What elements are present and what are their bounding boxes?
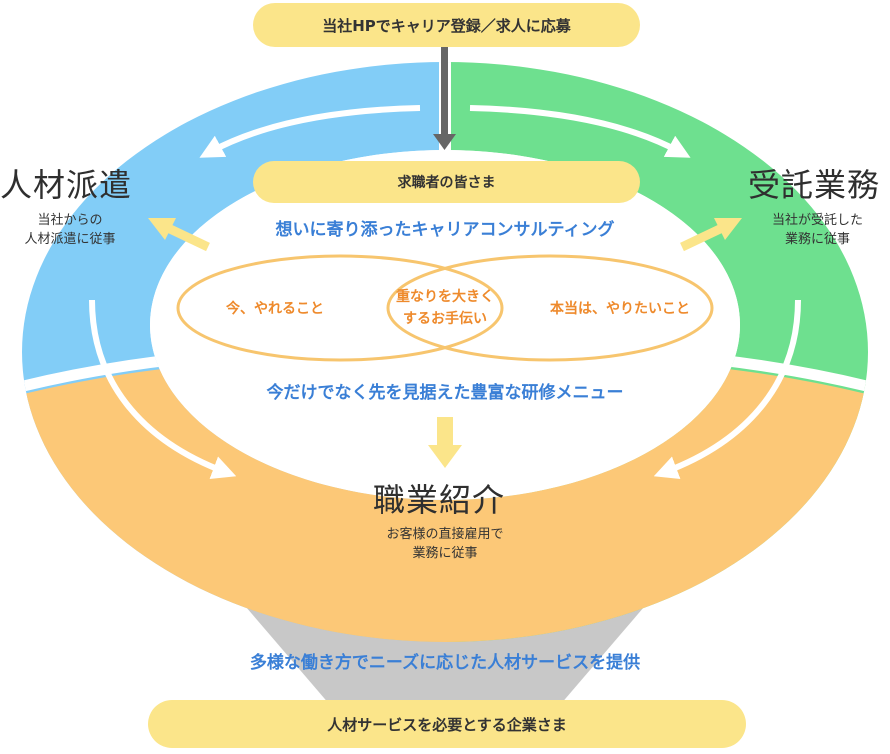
top-pill: 当社HPでキャリア登録／求人に応募 (253, 3, 640, 47)
jutaku-subtitle-line1: 当社が受託した (771, 213, 863, 228)
consulting-text: 想いに寄り添ったキャリアコンサルティング (275, 220, 615, 240)
diverse-services-text: 多様な働き方でニーズに応じた人材サービスを提供 (249, 653, 641, 673)
venn-center-line1: 重なりを大きく (396, 289, 494, 305)
haken-subtitle-line2: 人材派遣に従事 (24, 232, 116, 247)
arrow-to-shokai-icon (428, 417, 462, 468)
down-arrow-gray-icon (433, 46, 456, 150)
venn-left-ellipse (176, 254, 504, 362)
center-pill: 求職者の皆さま (253, 161, 640, 203)
venn-left-label: 今、やれること (226, 301, 324, 317)
venn-right-ellipse (386, 254, 714, 362)
training-text: 今だけでなく先を見据えた豊富な研修メニュー (266, 383, 624, 403)
venn-center-line2: するお手伝い (403, 311, 487, 327)
venn-center-label: 重なりを大きく するお手伝い (375, 286, 515, 330)
right-down-arrow-icon (653, 299, 801, 479)
venn-right-label: 本当は、やりたいこと (550, 301, 690, 317)
jutaku-subtitle-line2: 業務に従事 (784, 232, 850, 247)
haken-subtitle: 当社からの 人材派遣に従事 (0, 211, 140, 249)
shokai-subtitle-line1: お客様の直接雇用で (386, 527, 504, 542)
jutaku-title: 受託業務 (748, 166, 881, 204)
inner-ellipse (150, 150, 740, 500)
arrow-to-jutaku-icon (680, 218, 742, 252)
bottom-pill: 人材サービスを必要とする企業さま (148, 700, 746, 748)
haken-subtitle-line1: 当社からの (37, 213, 103, 228)
shokai-subtitle-line2: 業務に従事 (412, 546, 478, 561)
top-right-arrow-icon (469, 105, 691, 158)
top-left-arrow-icon (199, 105, 421, 158)
arrow-to-haken-icon (148, 218, 210, 252)
shokai-subtitle: お客様の直接雇用で 業務に従事 (345, 525, 545, 563)
shokai-title: 職業紹介 (373, 481, 506, 519)
shokai-ring-segment (22, 355, 869, 643)
left-down-arrow-icon (89, 299, 237, 479)
haken-title: 人材派遣 (0, 166, 133, 204)
jutaku-subtitle: 当社が受託した 業務に従事 (745, 211, 890, 249)
